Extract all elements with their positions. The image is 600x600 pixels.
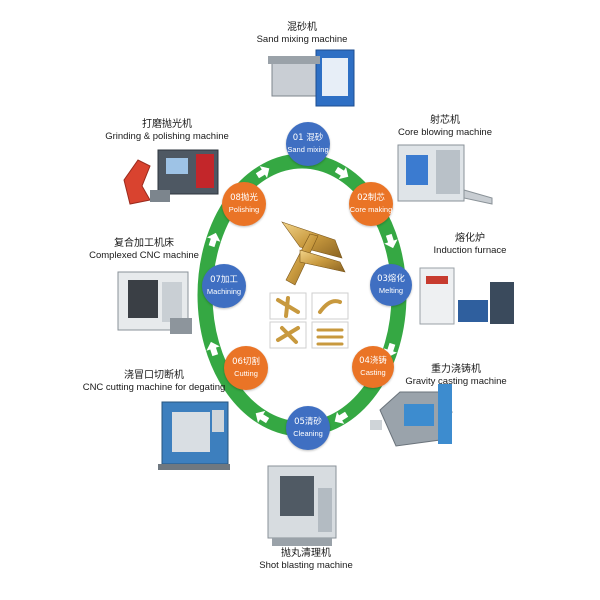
grinding-polishing-machine-image [124,150,218,204]
machine-name-en: Induction furnace [420,245,520,257]
label-cnc-cutting-machine: 浇冒口切断机 CNC cutting machine for degating [76,370,232,394]
machine-name-en: CNC cutting machine for degating [76,382,232,394]
step-node-melting: 03熔化 Melting [370,264,412,306]
cnc-cutting-machine-image [158,402,230,470]
shot-blasting-machine-image [268,466,336,546]
step-node-machining: 07加工 Machining [202,264,246,308]
step-node-sand-mixing: 01 混砂 Sand mixing [286,122,330,166]
step-node-core-making: 02制芯 Core making [349,182,393,226]
machine-name-zh: 打磨抛光机 [98,119,236,131]
machine-name-en: Gravity casting machine [398,376,514,388]
step-node-casting: 04浇铸 Casting [352,346,394,388]
label-induction-furnace: 熔化炉 Induction furnace [420,233,520,257]
step-node-cleaning: 05清砂 Cleaning [286,406,330,450]
gravity-casting-machine-image [370,384,452,446]
machine-name-zh: 复合加工机床 [84,238,204,250]
label-core-blowing-machine: 射芯机 Core blowing machine [390,115,500,139]
label-sand-mixing-machine: 混砂机 Sand mixing machine [250,22,354,46]
machine-name-zh: 浇冒口切断机 [76,370,232,382]
machine-name-zh: 抛丸清理机 [254,548,358,560]
label-grinding-polishing-machine: 打磨抛光机 Grinding & polishing machine [98,119,236,143]
machine-name-zh: 混砂机 [250,22,354,34]
complexed-cnc-machine-image [118,272,192,334]
label-complexed-cnc-machine: 复合加工机床 Complexed CNC machine [84,238,204,262]
step-node-cutting: 06切割 Cutting [224,346,268,390]
machine-name-en: Sand mixing machine [250,34,354,46]
sand-mixing-machine-image [268,50,354,106]
machine-name-en: Complexed CNC machine [84,250,204,262]
machine-name-zh: 射芯机 [390,115,500,127]
label-shot-blasting-machine: 抛丸清理机 Shot blasting machine [254,548,358,572]
machine-name-en: Grinding & polishing machine [98,131,236,143]
core-blowing-machine-image [398,145,492,204]
label-gravity-casting-machine: 重力浇铸机 Gravity casting machine [398,364,514,388]
induction-furnace-image [420,268,514,324]
machine-name-zh: 熔化炉 [420,233,520,245]
machine-name-en: Core blowing machine [390,127,500,139]
machine-name-zh: 重力浇铸机 [398,364,514,376]
machine-name-en: Shot blasting machine [254,560,358,572]
step-node-polishing: 08抛光 Polishing [222,182,266,226]
